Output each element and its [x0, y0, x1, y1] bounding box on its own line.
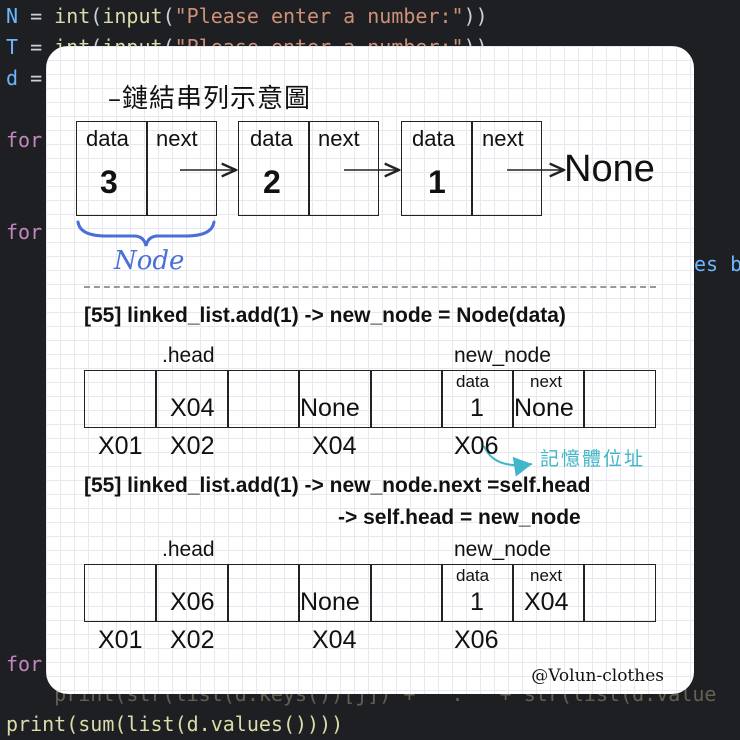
node-1-value: 3 — [100, 164, 118, 200]
section-divider — [84, 286, 656, 288]
node-brace — [76, 220, 216, 247]
step1-data-value: 1 — [470, 394, 484, 422]
node-1-next-label: next — [156, 126, 198, 151]
code-line-for-2: for — [6, 220, 43, 244]
node-brace-label: Node — [114, 246, 185, 276]
memory-note-swoosh — [483, 445, 533, 477]
step1-address-x04: X04 — [312, 432, 357, 460]
memory-address-note: 記憶體位址 — [540, 448, 646, 470]
diagram-title: –鏈結串列示意圖 — [108, 84, 312, 114]
node-3-next-label: next — [482, 126, 524, 151]
step1-address-x06: X06 — [454, 432, 499, 460]
step1-cell-x02-value: X04 — [170, 394, 215, 422]
step2-next-label: next — [530, 566, 563, 585]
code-line-for-3: for — [6, 652, 43, 676]
step2-new-node-label: new_node — [454, 538, 551, 561]
step2-address-x01: X01 — [98, 626, 143, 654]
step1-next-label: next — [530, 372, 563, 391]
step1-cell-x04-value: None — [300, 394, 360, 422]
node-2-value: 2 — [263, 164, 281, 200]
diagram-card: –鏈結串列示意圖 data next 3 data next 2 data ne… — [46, 46, 694, 694]
step2-command-line1: [55] linked_list.add(1) -> new_node.next… — [84, 474, 591, 497]
step2-address-x06: X06 — [454, 626, 499, 654]
watermark: @Volun-clothes — [531, 666, 664, 686]
diagram-arrows — [76, 46, 694, 477]
step2-cell-x04-value: None — [300, 588, 360, 616]
node-1-data-label: data — [86, 126, 129, 151]
step2-command-line2: -> self.head = new_node — [338, 506, 581, 529]
step2-address-x04: X04 — [312, 626, 357, 654]
code-line-for-1: for — [6, 128, 43, 152]
node-box-3 — [401, 121, 542, 216]
node-2-data-label: data — [250, 126, 293, 151]
code-line-1: N = int(input("Please enter a number:")) — [6, 4, 488, 28]
step1-address-x02: X02 — [170, 432, 215, 460]
step1-head-label: .head — [162, 344, 215, 367]
node-3-data-label: data — [412, 126, 455, 151]
terminal-none-label: None — [564, 148, 655, 190]
step2-address-x02: X02 — [170, 626, 215, 654]
node-3-value: 1 — [428, 164, 446, 200]
step1-new-node-label: new_node — [454, 344, 551, 367]
step1-data-label: data — [456, 372, 490, 391]
node-2-next-label: next — [318, 126, 360, 151]
step2-data-value: 1 — [470, 588, 484, 616]
step2-head-label: .head — [162, 538, 215, 561]
code-line-print: print(sum(list(d.values()))) — [6, 712, 344, 736]
node-box-2 — [238, 121, 379, 216]
step1-command: [55] linked_list.add(1) -> new_node = No… — [84, 304, 566, 327]
node-box-1 — [76, 121, 217, 216]
code-line-3: d = — [6, 66, 43, 90]
step2-data-label: data — [456, 566, 490, 585]
code-fragment-right: es b — [694, 252, 740, 276]
step2-next-value: X04 — [524, 588, 569, 616]
step1-address-x01: X01 — [98, 432, 143, 460]
step2-cell-x02-value: X06 — [170, 588, 215, 616]
step1-next-value: None — [514, 394, 574, 422]
